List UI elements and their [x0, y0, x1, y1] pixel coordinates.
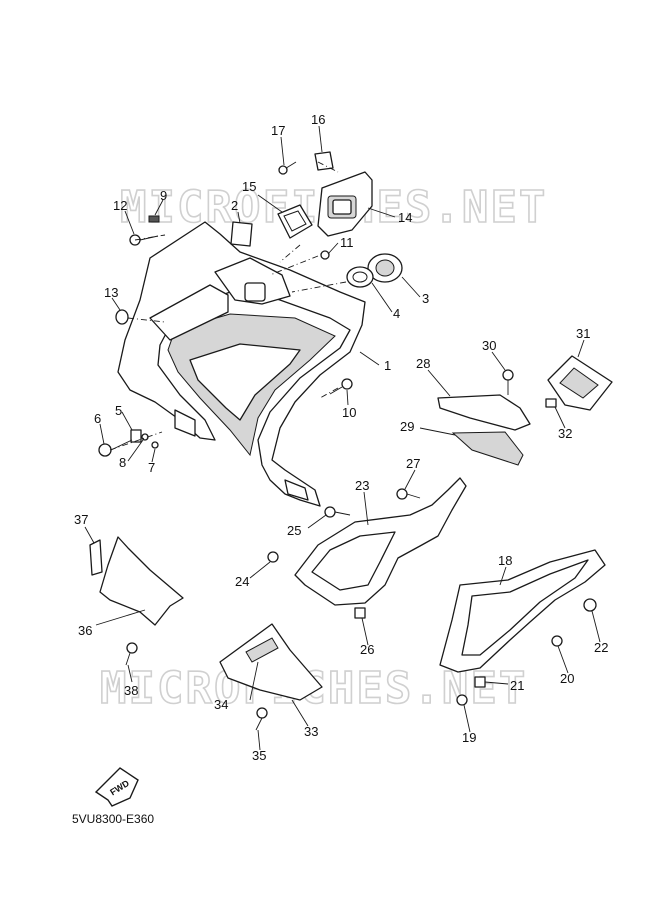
callout-25: 25	[287, 523, 301, 538]
part-20-screw	[551, 635, 563, 647]
part-25-screw	[324, 506, 351, 518]
part-23-lower-cover-inner	[311, 531, 396, 591]
callout-18: 18	[498, 553, 512, 568]
callout-12: 12	[113, 198, 127, 213]
callout-33: 33	[304, 724, 318, 739]
callout-3: 3	[422, 291, 429, 306]
callout-17: 17	[271, 123, 285, 138]
callout-4: 4	[393, 306, 400, 321]
callout-38: 38	[124, 683, 138, 698]
part-26-clip	[354, 607, 366, 619]
part-30-screw	[502, 369, 514, 381]
part-33-lower-cover	[219, 623, 323, 701]
callout-21: 21	[510, 678, 524, 693]
part-32-clip	[545, 398, 557, 408]
fwd-arrow-icon: FWD	[94, 767, 139, 807]
part-13-grommet	[115, 309, 129, 325]
callout-5: 5	[115, 403, 122, 418]
part-3-grommet	[367, 253, 403, 283]
part-27-screw	[396, 488, 421, 500]
callout-34: 34	[214, 697, 228, 712]
part-31-box-inner	[559, 367, 599, 399]
part-16-socket	[314, 151, 334, 171]
callout-7: 7	[148, 460, 155, 475]
assembly-line	[317, 161, 339, 173]
part-18-side-cover-right-inner	[461, 559, 589, 656]
callout-1: 1	[384, 358, 391, 373]
part-28-inner-panel	[437, 394, 531, 431]
assembly-line	[279, 244, 301, 263]
callout-19: 19	[462, 730, 476, 745]
part-5-bracket	[130, 429, 142, 443]
part-19-screw	[456, 694, 468, 706]
callout-29: 29	[400, 419, 414, 434]
callout-14: 14	[398, 210, 412, 225]
callout-36: 36	[78, 623, 92, 638]
callout-31: 31	[576, 326, 590, 341]
callout-11: 11	[340, 235, 354, 250]
callout-labels: 1 2 3 4 5 6 7 8 9 10 11 12 13 14 15 16 1…	[74, 112, 608, 763]
part-10-screw	[329, 378, 353, 395]
part-29-pad	[451, 431, 524, 466]
callout-23: 23	[355, 478, 369, 493]
part-15-lens-inner	[283, 210, 307, 232]
diagram-code: 5VU8300-E360	[72, 812, 155, 826]
part-36-side-cover-left	[99, 536, 184, 626]
callout-30: 30	[482, 338, 496, 353]
callout-10: 10	[342, 405, 356, 420]
part-4-ring	[346, 266, 374, 288]
callout-13: 13	[104, 285, 118, 300]
callout-28: 28	[416, 356, 430, 371]
callout-27: 27	[406, 456, 420, 471]
part-37-label	[89, 539, 103, 576]
callout-16: 16	[311, 112, 325, 127]
part-12-bolt	[129, 234, 159, 246]
callout-22: 22	[594, 640, 608, 655]
part-11-screw	[320, 250, 330, 260]
callout-26: 26	[360, 642, 374, 657]
assembly-line	[319, 387, 339, 399]
leader-lines	[84, 125, 601, 751]
part-1-front-cover	[117, 221, 366, 507]
assembly-line	[109, 431, 163, 451]
callout-35: 35	[252, 748, 266, 763]
part-35-screw	[255, 707, 268, 731]
callout-15: 15	[242, 179, 256, 194]
part-9-nut	[148, 215, 160, 223]
callout-20: 20	[560, 671, 574, 686]
callout-6: 6	[94, 411, 101, 426]
callout-9: 9	[160, 188, 167, 203]
callout-37: 37	[74, 512, 88, 527]
part-21-clip	[474, 676, 486, 688]
part-38-screw	[125, 642, 138, 666]
assembly-line	[134, 234, 166, 241]
callout-8: 8	[119, 455, 126, 470]
callout-24: 24	[235, 574, 249, 589]
part-17-screw	[278, 161, 297, 175]
callout-2: 2	[231, 198, 238, 213]
part-24-screw	[267, 551, 279, 563]
assembly-line	[127, 317, 166, 323]
part-2-label	[230, 221, 253, 247]
callout-32: 32	[558, 426, 572, 441]
part-14-meter-panel	[317, 171, 373, 237]
part-22-bolt	[583, 598, 597, 612]
assembly-line	[291, 281, 347, 293]
part-7-screw	[151, 441, 159, 449]
assembly-line	[269, 255, 319, 276]
part-34-emblem	[245, 637, 279, 663]
